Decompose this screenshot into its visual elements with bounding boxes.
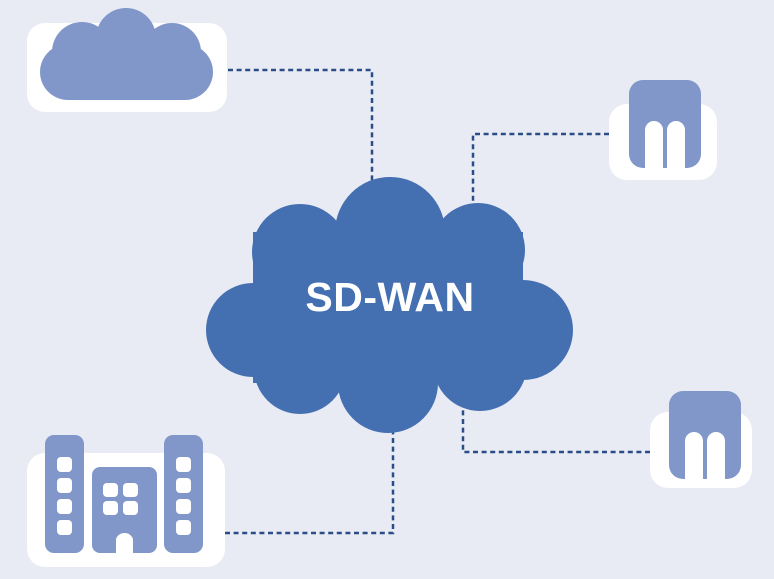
connector-branch-bottom — [461, 405, 650, 454]
connector-office-buildings — [225, 428, 395, 535]
connector-group — [225, 68, 650, 535]
sdwan-cloud-icon — [206, 177, 573, 433]
office-buildings-icon — [45, 435, 203, 553]
connector-branch-top — [471, 132, 609, 206]
cloud-icon — [40, 8, 213, 100]
branch-device-icon — [629, 80, 701, 168]
branch-device-icon — [669, 391, 741, 479]
connector-cloud-node — [228, 68, 374, 183]
